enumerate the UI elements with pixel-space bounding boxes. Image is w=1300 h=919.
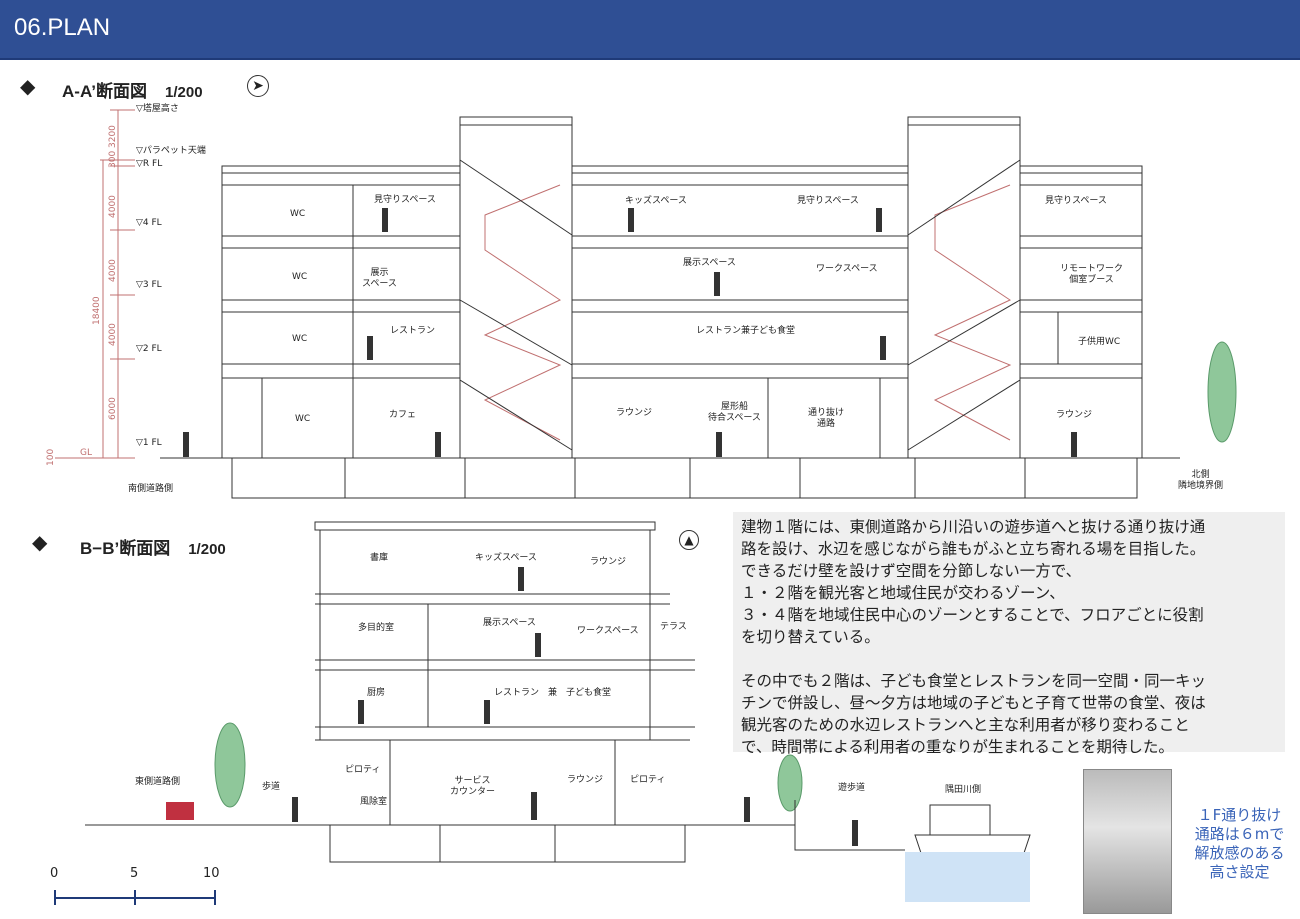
room-label: 厨房 xyxy=(367,688,386,698)
photo-caption: １F通り抜け通路は６mで解放感のある高さ設定 xyxy=(1194,806,1285,881)
level-label: ▽1 FL xyxy=(136,438,162,448)
sidewalk-label: 歩道 xyxy=(262,782,281,792)
room-label: WC xyxy=(290,209,306,219)
description-box: 建物１階には、東側道路から川沿いの遊歩道へと抜ける通り抜け通 路を設け、水辺を感… xyxy=(733,512,1285,756)
room-label: 見守りスペース xyxy=(1045,196,1107,206)
room-label: WC xyxy=(292,272,308,282)
dim-label: 4000 xyxy=(108,323,118,346)
car-icon xyxy=(166,802,194,820)
room-label: レストラン兼子ども食堂 xyxy=(696,326,796,336)
bullet-diamond-icon: ◆ xyxy=(32,530,48,554)
room-label: WC xyxy=(295,414,311,424)
east-road-label: 東側道路側 xyxy=(135,777,181,787)
room-label: ワークスペース xyxy=(577,626,639,636)
room-label: 展示スペース xyxy=(683,258,736,268)
header-bar: 06.PLAN xyxy=(0,0,1300,60)
scale-tick-label: 10 xyxy=(203,866,220,881)
room-label: ラウンジ xyxy=(567,775,604,785)
gl-label: GL xyxy=(80,448,92,458)
level-label: ▽塔屋高さ xyxy=(136,104,179,114)
passage-photo xyxy=(1083,769,1172,914)
promenade-label: 遊歩道 xyxy=(838,783,866,793)
room-label: 書庫 xyxy=(370,553,389,563)
bb-building xyxy=(85,521,1031,896)
dim-label: 3200 xyxy=(108,125,118,148)
room-label: WC xyxy=(292,334,308,344)
section-aa-title: A-A’断面図 1/200 xyxy=(62,77,203,102)
room-label: 子供用WC xyxy=(1078,337,1121,347)
aa-building xyxy=(160,116,1180,499)
room-label: レストラン 兼 子ども食堂 xyxy=(494,688,612,698)
scale-tick-label: 0 xyxy=(50,866,59,881)
room-label: レストラン xyxy=(390,326,436,336)
room-label: サービス カウンター xyxy=(450,776,496,797)
south-side-label: 南側道路側 xyxy=(128,484,174,494)
room-label: ラウンジ xyxy=(616,408,653,418)
level-label: ▽パラペット天端 xyxy=(136,146,206,156)
dim-label: 4000 xyxy=(108,195,118,218)
room-label: キッズスペース xyxy=(475,553,537,563)
level-label: ▽2 FL xyxy=(136,344,162,354)
room-label: 展示スペース xyxy=(483,618,536,628)
bullet-diamond-icon: ◆ xyxy=(20,74,36,98)
dim-label: 18400 xyxy=(92,296,102,325)
page-title: 06.PLAN xyxy=(14,14,111,41)
room-label: キッズスペース xyxy=(625,196,687,206)
room-label: カフェ xyxy=(389,410,417,420)
room-label: 多目的室 xyxy=(358,623,395,633)
level-label: ▽R FL xyxy=(136,159,163,169)
dim-label: 6000 xyxy=(108,397,118,420)
dim-label: 100 xyxy=(46,448,56,466)
people-figures xyxy=(183,208,1077,846)
description-paragraph: 建物１階には、東側道路から川沿いの遊歩道へと抜ける通り抜け通 路を設け、水辺を感… xyxy=(741,518,1206,646)
section-aa-scale: 1/200 xyxy=(165,84,203,101)
room-label: ラウンジ xyxy=(1056,410,1093,420)
north-arrow-icon: ➤ xyxy=(247,75,269,97)
description-paragraph: その中でも２階は、子ども食堂とレストランを同一空間・同一キッ チンで併設し、昼〜… xyxy=(741,672,1207,756)
scale-tick-label: 5 xyxy=(130,866,139,881)
room-label: 屋形船 待合スペース xyxy=(708,402,761,423)
room-label: ピロティ xyxy=(345,765,381,775)
room-label: 通り抜け 通路 xyxy=(808,408,845,429)
room-label: ラウンジ xyxy=(590,557,627,567)
section-bb-label: B−B’断面図 xyxy=(80,539,171,558)
north-side-label: 北側 隣地境界側 xyxy=(1178,470,1224,491)
level-label: ▽3 FL xyxy=(136,280,162,290)
aa-stairs xyxy=(483,184,1012,441)
section-bb-scale: 1/200 xyxy=(188,541,226,558)
room-label: 見守りスペース xyxy=(797,196,859,206)
section-aa-label: A-A’断面図 xyxy=(62,82,147,101)
room-label: ピロティ xyxy=(630,775,666,785)
river-water xyxy=(905,852,1030,902)
room-label: リモートワーク 個室ブース xyxy=(1060,264,1124,285)
room-label: テラス xyxy=(660,622,687,632)
room-label: 見守りスペース xyxy=(374,195,436,205)
tree-icons xyxy=(214,341,1237,812)
level-label: ▽4 FL xyxy=(136,218,162,228)
north-arrow-icon: ▲ xyxy=(679,530,699,550)
room-label: 風除室 xyxy=(360,797,388,807)
room-label: ワークスペース xyxy=(816,264,878,274)
dim-label: 300 xyxy=(108,150,118,168)
section-bb-title: B−B’断面図 1/200 xyxy=(80,534,226,559)
dim-label: 4000 xyxy=(108,259,118,282)
aa-stairs-black xyxy=(459,159,1021,451)
river-side-label: 隅田川側 xyxy=(945,785,982,795)
room-label: 展示 スペース xyxy=(362,268,397,289)
scale-bar xyxy=(54,890,216,905)
aa-dimension-lines xyxy=(55,109,135,459)
